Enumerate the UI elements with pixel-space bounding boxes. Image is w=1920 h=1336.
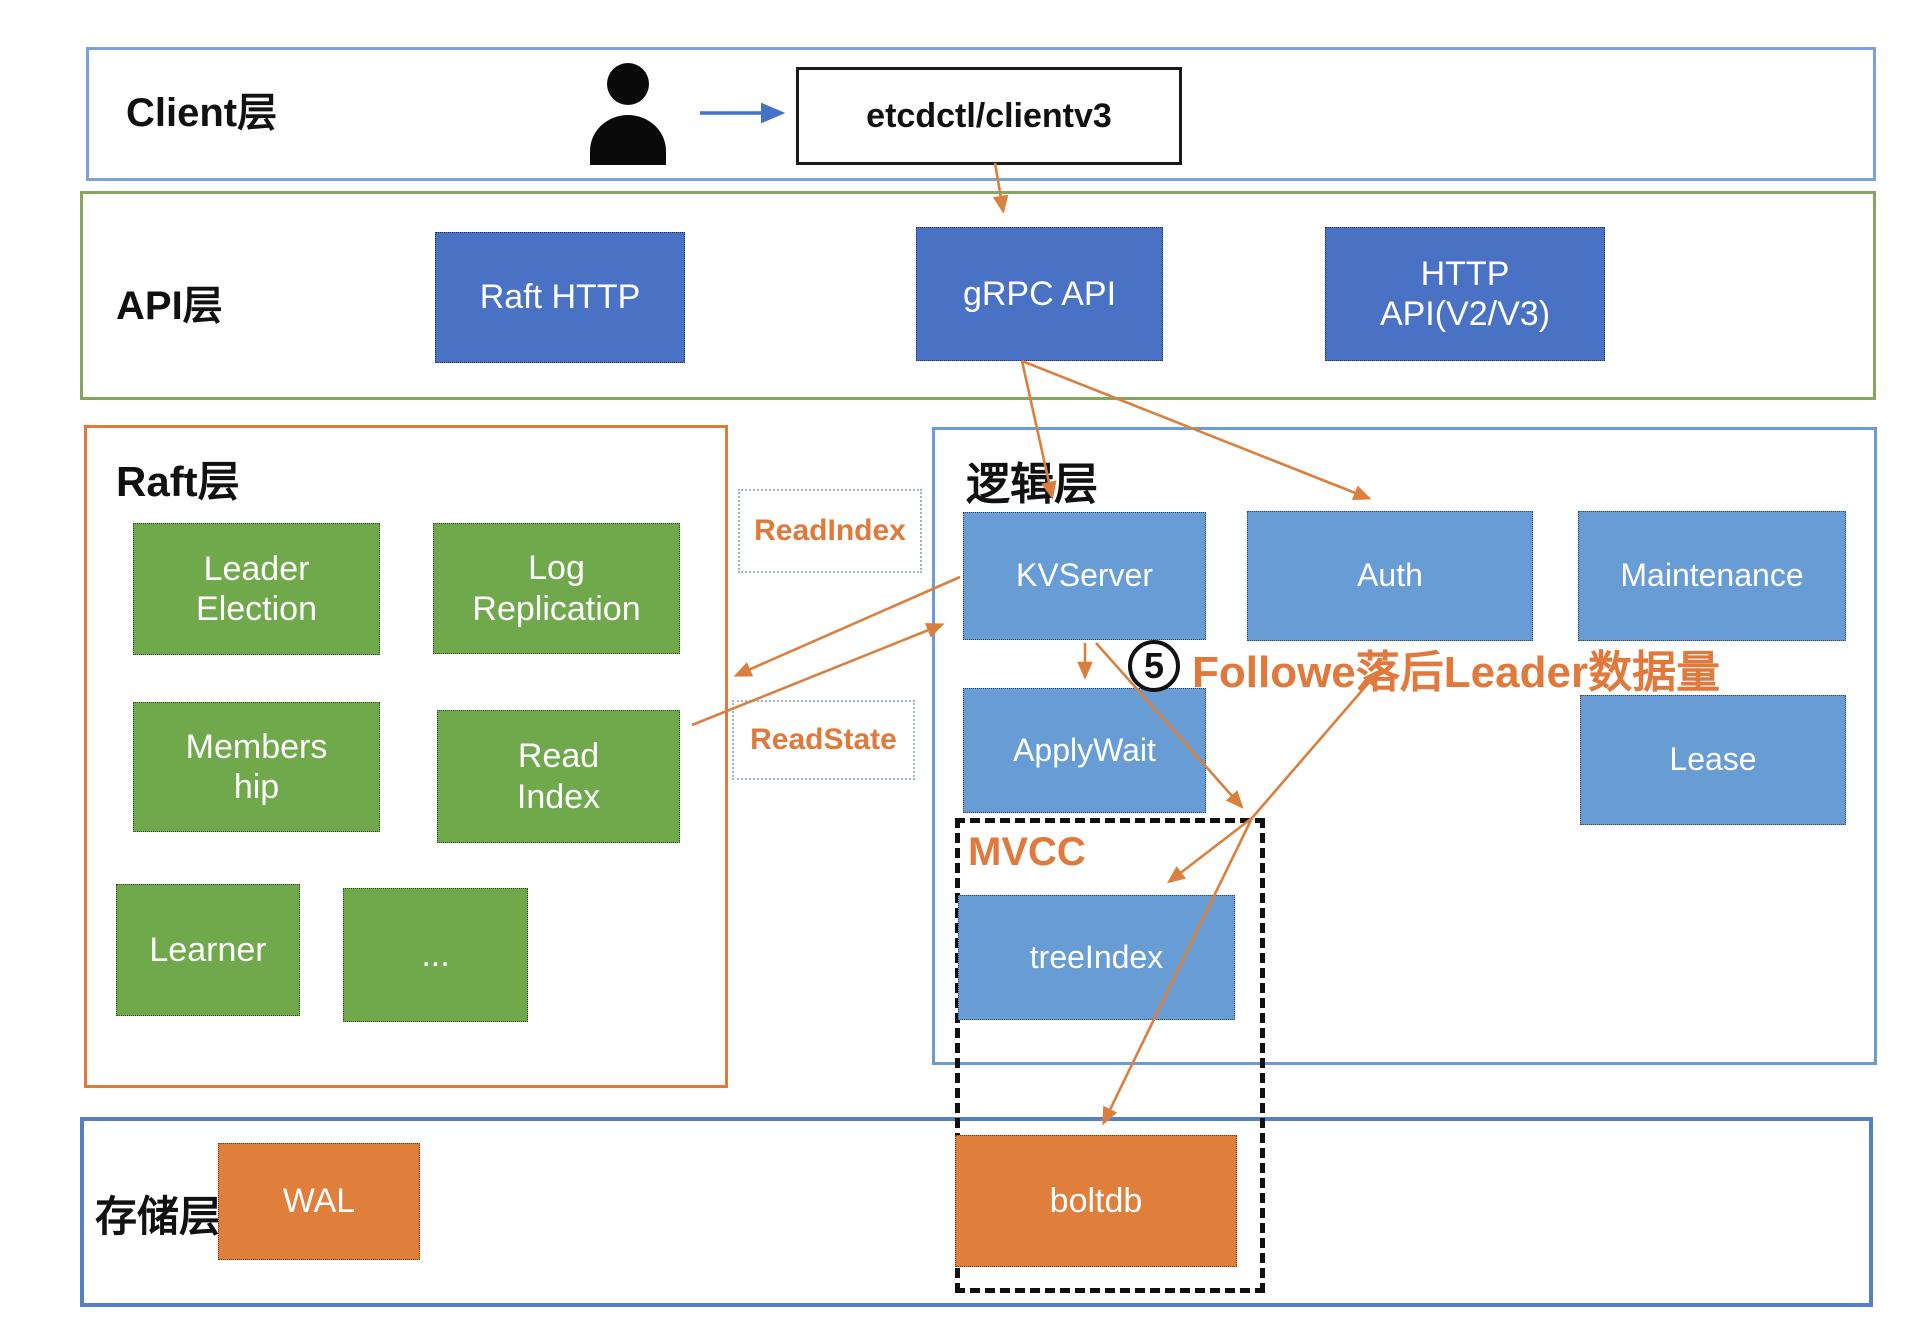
client-layer-title: Client层 <box>126 91 278 135</box>
arrow-kvserver-to-raft <box>733 575 961 677</box>
leader-election-label: Leader Election <box>196 549 317 628</box>
boltdb-label: boltdb <box>1049 1181 1143 1220</box>
etcdctl-clientv3-box: etcdctl/clientv3 <box>796 67 1182 165</box>
log-replication-box: Log Replication <box>433 523 680 654</box>
wal-label: WAL <box>282 1182 356 1221</box>
treeindex-label: treeIndex <box>1029 938 1164 975</box>
raft-http-box: Raft HTTP <box>435 232 685 363</box>
applywait-box: ApplyWait <box>963 688 1206 813</box>
annotation-number-circle: 5 <box>1128 640 1180 692</box>
logic-layer-title: 逻辑层 <box>966 460 1098 509</box>
read-index-label: Read Index <box>516 737 601 816</box>
etcdctl-clientv3-label: etcdctl/clientv3 <box>866 96 1112 135</box>
annotation-text: Followe落后Leader数据量 <box>1192 648 1721 697</box>
mvcc-label: MVCC <box>968 830 1086 874</box>
lease-box: Lease <box>1580 695 1846 825</box>
learner-label: Learner <box>149 930 267 969</box>
annotation-number: 5 <box>1143 645 1165 686</box>
log-replication-label: Log Replication <box>472 549 641 628</box>
maintenance-box: Maintenance <box>1578 511 1846 641</box>
grpc-api-label: gRPC API <box>962 274 1117 313</box>
raft-layer-title: Raft层 <box>116 458 240 505</box>
raft-http-label: Raft HTTP <box>479 278 641 317</box>
boltdb-box: boltdb <box>955 1135 1237 1267</box>
wal-box: WAL <box>218 1143 420 1260</box>
api-layer-title: API层 <box>116 284 223 328</box>
readindex-tag-label: ReadIndex <box>754 514 906 547</box>
maintenance-label: Maintenance <box>1620 557 1804 594</box>
membership-label: Membership <box>185 727 328 806</box>
kvserver-box: KVServer <box>963 512 1206 640</box>
membership-box: Membership <box>133 702 380 832</box>
read-index-box: Read Index <box>437 710 680 843</box>
auth-label: Auth <box>1357 557 1423 594</box>
readstate-tag-label: ReadState <box>750 723 897 756</box>
storage-layer-title: 存储层 <box>95 1193 222 1240</box>
readindex-tag-box: ReadIndex <box>738 489 922 573</box>
auth-box: Auth <box>1247 511 1533 641</box>
treeindex-box: treeIndex <box>958 895 1235 1020</box>
raft-others-label: ... <box>421 935 450 974</box>
http-api-box: HTTP API(V2/V3) <box>1325 227 1605 361</box>
http-api-label-line2: API(V2/V3) <box>1379 295 1551 333</box>
raft-others-box: ... <box>343 888 528 1022</box>
applywait-label: ApplyWait <box>1013 731 1156 768</box>
leader-election-box: Leader Election <box>133 523 380 655</box>
kvserver-label: KVServer <box>1016 557 1153 594</box>
grpc-api-box: gRPC API <box>916 227 1163 361</box>
lease-label: Lease <box>1669 741 1757 778</box>
user-person-icon <box>590 63 666 165</box>
http-api-label-line1: HTTP <box>1420 254 1510 293</box>
learner-box: Learner <box>116 884 300 1016</box>
readstate-tag-box: ReadState <box>732 700 915 780</box>
